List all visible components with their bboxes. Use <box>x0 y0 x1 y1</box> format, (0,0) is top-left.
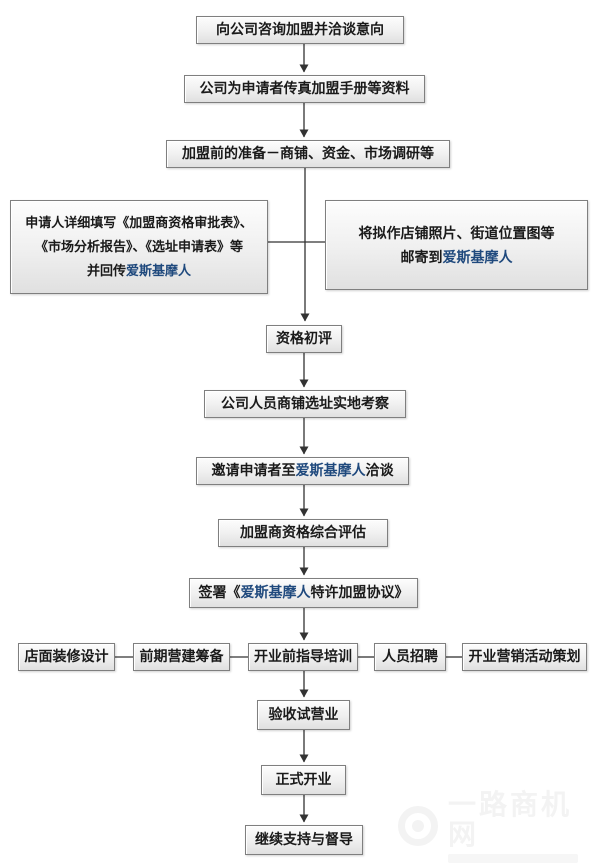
brand-name: 爱斯基摩人 <box>126 263 192 278</box>
node-label: 店面装修设计 <box>24 648 109 665</box>
watermark-subtext-bar <box>448 853 578 863</box>
flow-node-early-construction: 前期营建筹备 <box>133 643 230 671</box>
node-label: 加盟前的准备－商铺、资金、市场调研等 <box>182 145 434 162</box>
flow-node-preopening-training: 开业前指导培训 <box>248 643 358 671</box>
flow-node-initial-review: 资格初评 <box>266 325 342 353</box>
brand-name: 爱斯基摩人 <box>442 249 513 265</box>
flow-node-fax-materials: 公司为申请者传真加盟手册等资料 <box>184 75 425 103</box>
node-label: 特许加盟协议》 <box>310 584 409 601</box>
node-line: 申请人详细填写《加盟商资格审批表》、 <box>25 215 253 230</box>
node-label: 向公司咨询加盟并洽谈意向 <box>216 21 384 38</box>
node-label: 正式开业 <box>275 771 332 788</box>
flow-node-store-design: 店面装修设计 <box>18 643 115 671</box>
flow-node-trial-operation: 验收试营业 <box>257 700 350 730</box>
node-label: 继续支持与督导 <box>255 831 353 848</box>
node-line: 并回传爱斯基摩人 <box>86 263 192 278</box>
node-label: 签署《 <box>198 584 241 601</box>
node-label: 前期营建筹备 <box>139 648 224 665</box>
node-label: 邀请申请者至 <box>211 462 296 479</box>
node-label: 加盟商资格综合评估 <box>240 524 366 541</box>
node-label: 公司为申请者传真加盟手册等资料 <box>199 80 410 97</box>
brand-name: 爱斯基摩人 <box>295 462 366 479</box>
watermark: 一路商机网 <box>398 788 598 863</box>
node-label: 公司人员商铺选址实地考察 <box>221 395 389 412</box>
watermark-text: 一路商机网 <box>448 788 573 850</box>
watermark-logo-icon <box>398 806 438 846</box>
node-label: 资格初评 <box>276 330 332 347</box>
watermark-text-block: 一路商机网 <box>448 788 598 863</box>
flow-node-consult: 向公司咨询加盟并洽谈意向 <box>196 16 404 44</box>
flow-node-opening-marketing: 开业营销活动策划 <box>462 643 587 671</box>
node-line: 邮寄到爱斯基摩人 <box>400 249 513 265</box>
node-label: 开业营销活动策划 <box>468 648 581 665</box>
node-label: 洽谈 <box>365 462 394 479</box>
node-line: 《市场分析报告》、《选址申请表》等 <box>34 239 243 254</box>
node-label: 验收试营业 <box>268 706 339 723</box>
flow-node-ongoing-support: 继续支持与督导 <box>245 825 363 855</box>
flow-node-site-inspection: 公司人员商铺选址实地考察 <box>204 390 406 418</box>
flow-node-fill-forms: 申请人详细填写《加盟商资格审批表》、 《市场分析报告》、《选址申请表》等 并回传… <box>10 200 268 294</box>
flow-node-mail-photos: 将拟作店铺照片、街道位置图等 邮寄到爱斯基摩人 <box>325 200 588 290</box>
flow-node-preparation: 加盟前的准备－商铺、资金、市场调研等 <box>166 140 450 168</box>
flow-node-invite-talks: 邀请申请者至爱斯基摩人洽谈 <box>196 457 409 485</box>
flow-node-recruitment: 人员招聘 <box>374 643 446 671</box>
node-label: 开业前指导培训 <box>254 648 352 665</box>
flow-node-grand-opening: 正式开业 <box>261 765 346 795</box>
node-label: 人员招聘 <box>382 648 438 665</box>
brand-name: 爱斯基摩人 <box>240 584 311 601</box>
node-line: 将拟作店铺照片、街道位置图等 <box>358 225 555 241</box>
flow-node-comprehensive-evaluation: 加盟商资格综合评估 <box>218 519 388 547</box>
flow-node-sign-agreement: 签署《爱斯基摩人特许加盟协议》 <box>189 578 418 608</box>
